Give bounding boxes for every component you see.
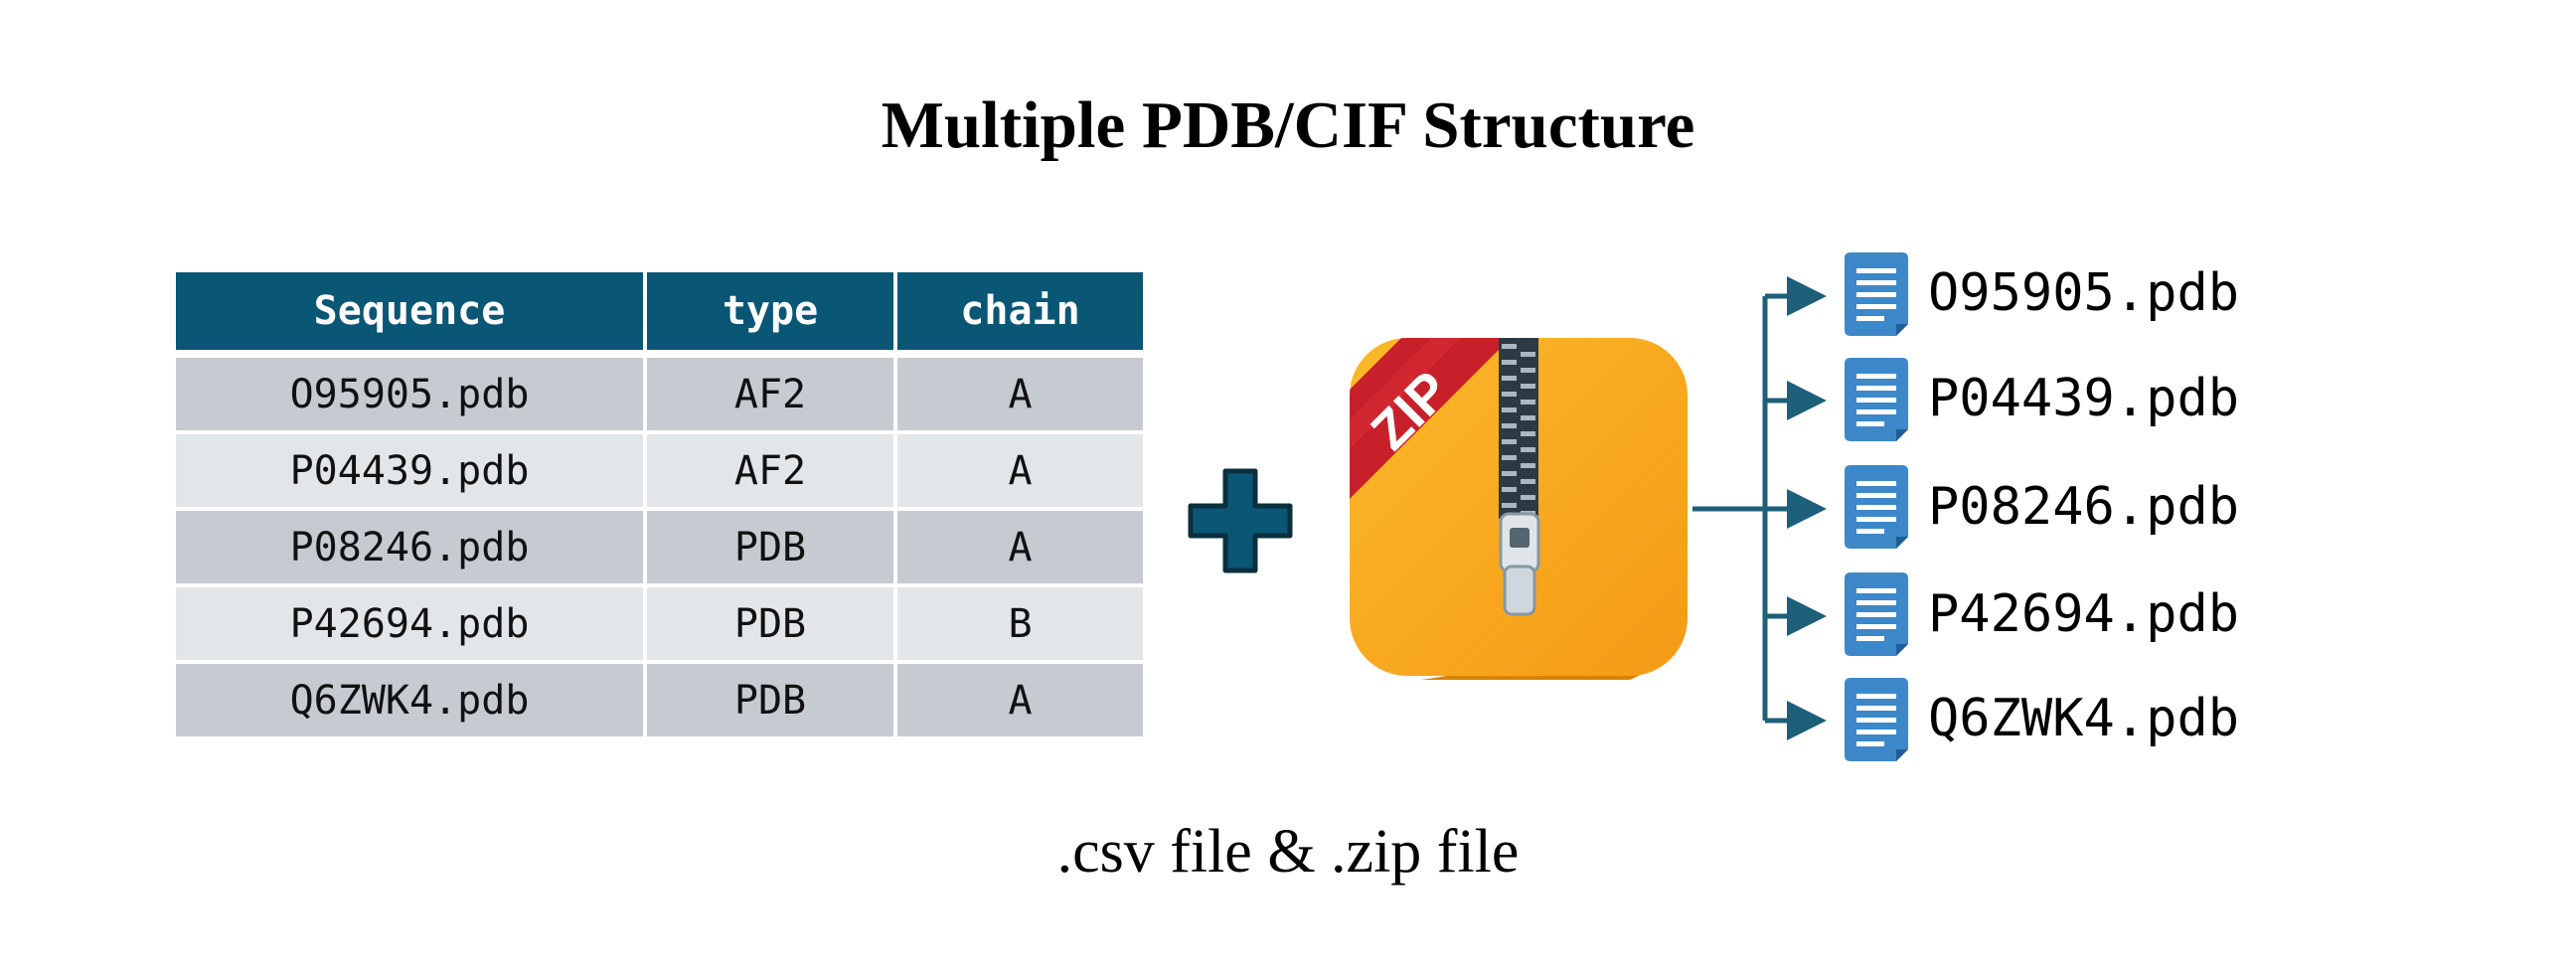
cell-type: PDB: [645, 662, 897, 740]
cell-chain: A: [895, 509, 1143, 587]
cell-type: AF2: [645, 432, 897, 511]
cell-chain: A: [895, 432, 1143, 511]
cell-sequence: P42694.pdb: [176, 585, 647, 664]
document-icon: [1845, 678, 1908, 761]
table-row: P08246.pdb PDB A: [176, 509, 1143, 587]
column-header-sequence: Sequence: [176, 272, 647, 358]
csv-table: Sequence type chain O95905.pdb AF2 A P04…: [176, 272, 1143, 740]
cell-type: PDB: [645, 509, 897, 587]
diagram-caption: .csv file & .zip file: [1056, 818, 1520, 886]
table-row: P42694.pdb PDB B: [176, 585, 1143, 664]
column-header-type: type: [645, 272, 897, 358]
document-icon: [1845, 252, 1908, 336]
table-row: P04439.pdb AF2 A: [176, 432, 1143, 511]
file-name: P08246.pdb: [1928, 477, 2240, 537]
cell-type: AF2: [645, 354, 897, 434]
table-row: Q6ZWK4.pdb PDB A: [176, 662, 1143, 740]
document-icon: [1845, 358, 1908, 441]
column-header-chain: chain: [895, 272, 1143, 358]
file-name: P04439.pdb: [1928, 369, 2240, 428]
file-name: P42694.pdb: [1928, 584, 2240, 644]
cell-chain: A: [895, 662, 1143, 740]
plus-icon: [1188, 468, 1293, 573]
cell-sequence: Q6ZWK4.pdb: [176, 662, 647, 740]
diagram-title: Multiple PDB/CIF Structure: [881, 88, 1695, 162]
zip-archive-icon: ZIP: [1350, 338, 1688, 680]
file-name: Q6ZWK4.pdb: [1928, 689, 2240, 748]
cell-type: PDB: [645, 585, 897, 664]
document-icon: [1845, 572, 1908, 656]
table-header-row: Sequence type chain: [176, 272, 1143, 358]
cell-sequence: P04439.pdb: [176, 432, 647, 511]
cell-sequence: O95905.pdb: [176, 354, 647, 434]
cell-chain: B: [895, 585, 1143, 664]
cell-sequence: P08246.pdb: [176, 509, 647, 587]
fan-out-arrows: [1692, 276, 1827, 740]
file-name: O95905.pdb: [1928, 263, 2240, 323]
table-row: O95905.pdb AF2 A: [176, 354, 1143, 434]
cell-chain: A: [895, 354, 1143, 434]
document-icon: [1845, 465, 1908, 549]
